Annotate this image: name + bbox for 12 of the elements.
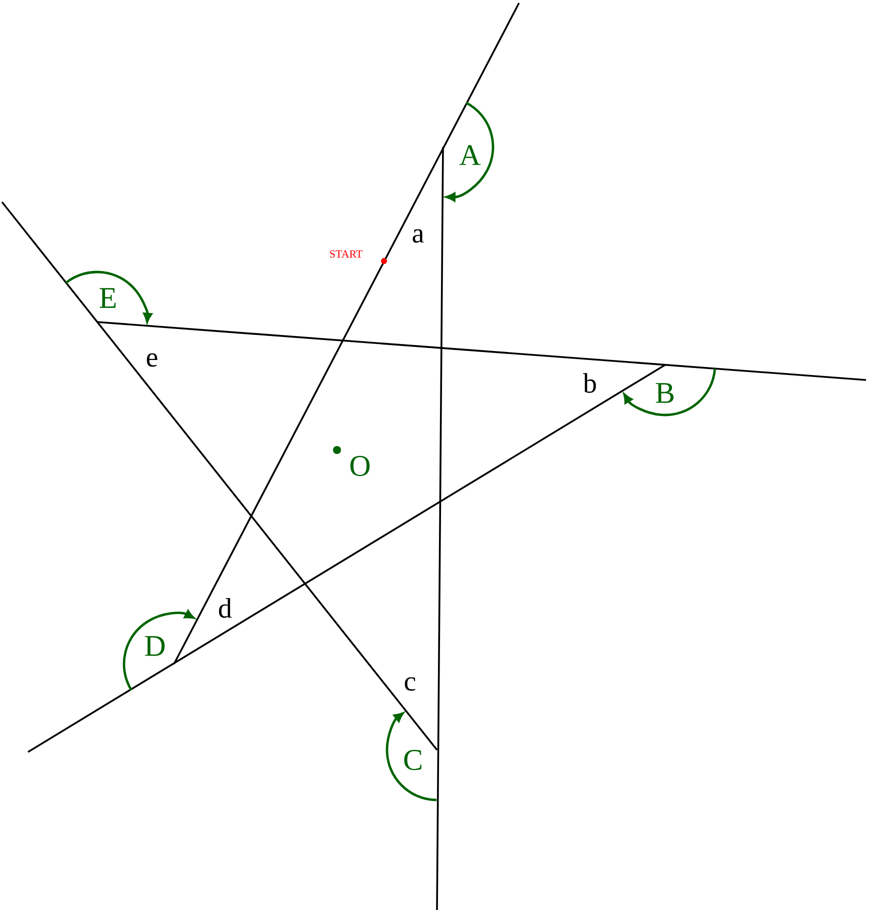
point-label: START bbox=[330, 250, 362, 258]
point-label: A bbox=[459, 145, 481, 165]
point-label: b bbox=[583, 373, 596, 393]
point-label: D bbox=[145, 636, 165, 656]
point-label: e bbox=[146, 353, 158, 367]
point-label: C bbox=[404, 750, 422, 770]
point-label: d bbox=[219, 598, 232, 618]
point-label: E bbox=[100, 288, 116, 308]
point-label: O bbox=[350, 456, 370, 476]
point-label: c bbox=[404, 677, 416, 691]
point-label: a bbox=[412, 229, 424, 243]
point-label: B bbox=[656, 383, 674, 403]
